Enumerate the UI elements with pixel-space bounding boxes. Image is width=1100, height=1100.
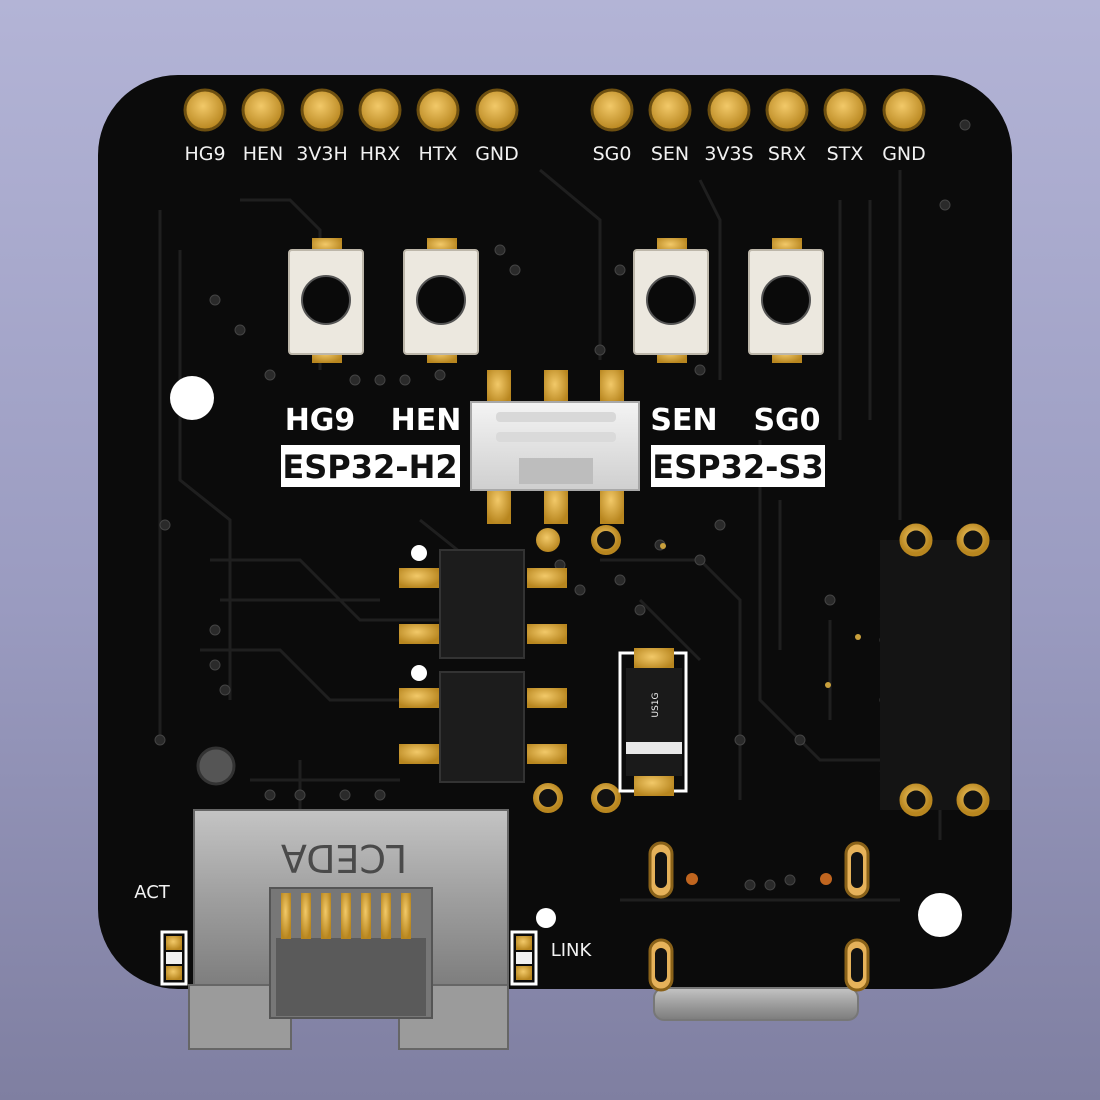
inductor-component [880, 523, 1010, 817]
pin-label: 3V3S [704, 143, 753, 165]
pin-label: 3V3H [296, 143, 347, 165]
pin-pad [300, 88, 344, 132]
pin-pad [590, 88, 634, 132]
module-label-esp32-h2: ESP32-H2 [282, 448, 457, 486]
led-label-act: ACT [134, 882, 171, 903]
pin-pad [765, 88, 809, 132]
tactile-button-sg0[interactable] [748, 238, 824, 363]
button-label-sen: SEN [650, 403, 717, 438]
left-pin-header: HG9 HEN 3V3H HRX HTX GND [183, 88, 519, 165]
test-point [825, 682, 831, 688]
button-label-hg9: HG9 [285, 403, 356, 438]
module-label-box-s3 [651, 445, 825, 487]
test-point [660, 543, 666, 549]
right-pin-header: SG0 SEN 3V3S SRX STX GND [590, 88, 926, 165]
tactile-button-hg9[interactable] [288, 238, 364, 363]
pin-label: HEN [243, 143, 284, 165]
led-label-link: LINK [551, 940, 593, 961]
tactile-button-hen[interactable] [403, 238, 479, 363]
via-pad [536, 528, 560, 552]
via-pad [591, 783, 621, 813]
button-label-sg0: SG0 [753, 403, 820, 438]
test-point [855, 634, 861, 640]
pin-label: STX [827, 143, 864, 165]
diode-marking: US1G [651, 692, 661, 717]
mosfet-chip-2 [399, 665, 567, 783]
pin-label: GND [475, 143, 519, 165]
module-label-box-h2 [281, 445, 460, 487]
pin-pad [707, 88, 751, 132]
pin-pad [475, 88, 519, 132]
tactile-button-sen[interactable] [633, 238, 709, 363]
diode-us1g: US1G [618, 648, 688, 796]
mounting-hole-left [170, 376, 214, 420]
pin-pad [648, 88, 692, 132]
pin-pad [882, 88, 926, 132]
mounting-hole-right [918, 893, 962, 937]
button-label-hen: HEN [391, 403, 462, 438]
led-link [510, 930, 538, 986]
pin-label: GND [882, 143, 926, 165]
pin-pad [358, 88, 402, 132]
pin-label: SEN [651, 143, 689, 165]
mosfet-chip-1 [399, 545, 567, 659]
rj45-logo: LCEDA [281, 836, 407, 880]
status-led [196, 746, 236, 786]
pin-label: HTX [419, 143, 458, 165]
pin-label: HRX [360, 143, 401, 165]
pin-pad [416, 88, 460, 132]
pin-pad [183, 88, 227, 132]
pin-label: SRX [768, 143, 806, 165]
link-led-dot [536, 908, 556, 928]
led-act [160, 930, 188, 986]
pin-pad [241, 88, 285, 132]
rj45-jack[interactable]: LCEDA [188, 809, 509, 1050]
pin-pad [823, 88, 867, 132]
via-pad [591, 525, 621, 555]
module-label-esp32-s3: ESP32-S3 [652, 448, 823, 486]
usb-c-connector[interactable] [648, 841, 870, 1021]
slide-switch[interactable] [470, 370, 640, 524]
pin-label: HG9 [184, 143, 225, 165]
via-pad [533, 783, 563, 813]
pin-label: SG0 [593, 143, 632, 165]
